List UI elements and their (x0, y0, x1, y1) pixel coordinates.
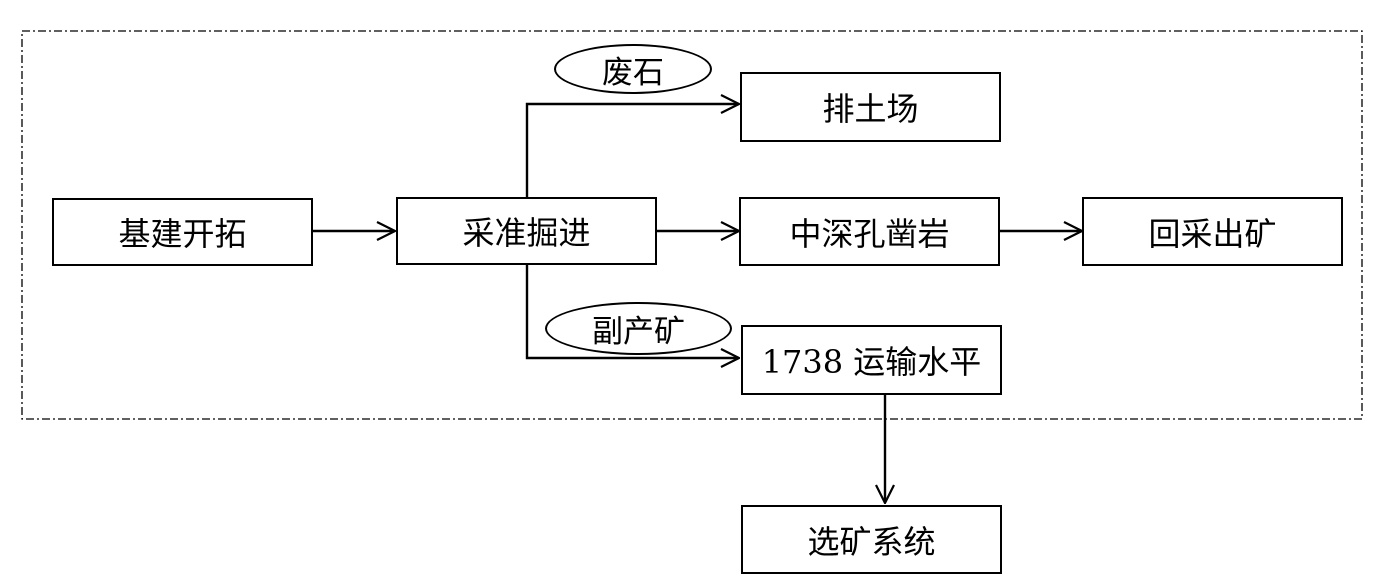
arrow-caizhun-to-yunshu (525, 265, 739, 358)
node-caizhun: 采准掘进 (396, 197, 657, 265)
label-feishi: 废石 (554, 44, 712, 94)
node-yunshu: 1738 运输水平 (741, 325, 1002, 395)
arrow-caizhun-to-paitu (525, 104, 739, 197)
node-paitu: 排土场 (740, 72, 1001, 142)
label-fuchan: 副产矿 (545, 302, 732, 355)
node-huicai: 回采出矿 (1082, 197, 1343, 266)
node-xuankuang: 选矿系统 (741, 505, 1002, 574)
node-jijian: 基建开拓 (52, 198, 313, 266)
node-zhongshen: 中深孔凿岩 (739, 197, 1000, 266)
